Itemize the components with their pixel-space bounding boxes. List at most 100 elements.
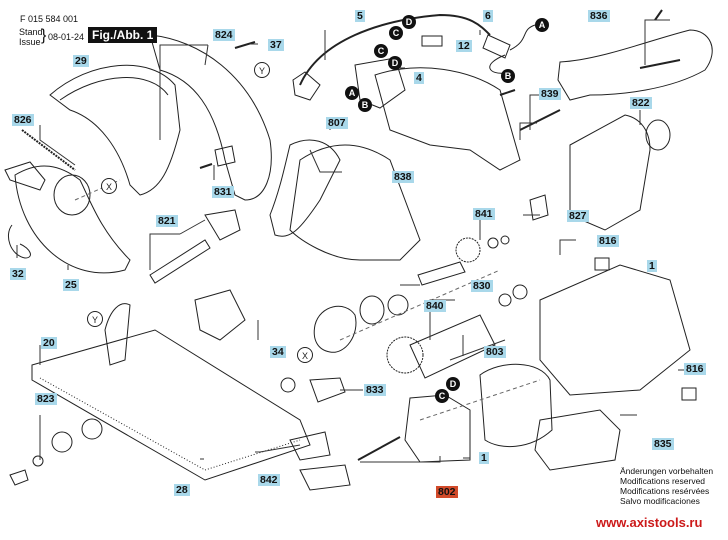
- part-label-5[interactable]: 5: [355, 10, 365, 22]
- note-de: Änderungen vorbehalten: [620, 466, 714, 476]
- part-label-1-b[interactable]: 1: [479, 452, 489, 464]
- ref-marker-b: B: [501, 69, 515, 83]
- clamp-842: [289, 431, 331, 461]
- spacer-831: [214, 145, 236, 167]
- ref-marker-b-2: B: [358, 98, 372, 112]
- bearing-803b: [512, 284, 528, 300]
- brush-spring-827: [529, 194, 549, 221]
- part-label-840[interactable]: 840: [424, 300, 446, 312]
- part-label-841[interactable]: 841: [473, 208, 495, 220]
- part-label-32[interactable]: 32: [10, 268, 26, 280]
- part-label-833[interactable]: 833: [364, 384, 386, 396]
- part-label-12[interactable]: 12: [456, 40, 472, 52]
- part-label-835[interactable]: 835: [652, 438, 674, 450]
- cable-sleeve: [482, 34, 511, 59]
- part-label-831[interactable]: 831: [212, 186, 234, 198]
- part-label-823[interactable]: 823: [35, 393, 57, 405]
- upper-blade-guard-inner: [59, 77, 169, 101]
- brace: }: [41, 27, 47, 44]
- part-label-827[interactable]: 827: [567, 210, 589, 222]
- guard-lever: [4, 161, 46, 191]
- angle-bracket: [194, 289, 246, 341]
- ref-marker-c: C: [389, 26, 403, 40]
- motor-housing: [539, 264, 691, 396]
- axis-line: [339, 269, 501, 341]
- note-es: Salvo modificaciones: [620, 496, 700, 506]
- ref-marker-y: Y: [254, 62, 270, 78]
- part-label-802[interactable]: 802: [436, 486, 458, 498]
- ref-marker-y-2: Y: [87, 311, 103, 327]
- motor-end-cap: [534, 409, 621, 471]
- part-label-803[interactable]: 803: [484, 346, 506, 358]
- part-label-839[interactable]: 839: [539, 88, 561, 100]
- brush-816b: [681, 387, 697, 401]
- part-label-824[interactable]: 824: [213, 29, 235, 41]
- washer-841: [487, 237, 499, 249]
- document-number: F 015 584 001: [20, 14, 79, 24]
- part-label-28[interactable]: 28: [174, 484, 190, 496]
- circlip: [8, 224, 31, 259]
- part-label-25[interactable]: 25: [63, 279, 79, 291]
- bearing-803a: [498, 293, 512, 307]
- plug: [292, 71, 321, 101]
- bevel-bracket: [104, 303, 131, 366]
- washer-823: [32, 455, 44, 467]
- tube-821: [149, 239, 211, 284]
- upper-blade-guard: [49, 64, 181, 196]
- lead-wire: [489, 24, 536, 74]
- ref-marker-d-2: D: [388, 56, 402, 70]
- screw-831: [199, 163, 213, 169]
- part-label-20[interactable]: 20: [41, 337, 57, 349]
- suppressor: [421, 35, 443, 47]
- base-plate-scale: [39, 377, 301, 471]
- long-screw: [519, 109, 561, 131]
- lever-833: [309, 377, 346, 403]
- slider-842: [299, 464, 351, 491]
- part-label-816[interactable]: 816: [597, 235, 619, 247]
- lower-blade-guard: [14, 165, 131, 274]
- end-shield: [404, 394, 471, 463]
- flange-823a: [81, 418, 103, 440]
- part-label-842[interactable]: 842: [258, 474, 280, 486]
- note-fr: Modifications resérvées: [620, 486, 710, 496]
- part-label-821[interactable]: 821: [156, 215, 178, 227]
- stand-label: Stand: [19, 27, 43, 37]
- guard-bracket: [149, 34, 272, 201]
- stator: [479, 363, 553, 448]
- part-label-4[interactable]: 4: [414, 72, 424, 84]
- part-label-29[interactable]: 29: [73, 55, 89, 67]
- part-label-836[interactable]: 836: [588, 10, 610, 22]
- part-label-34[interactable]: 34: [270, 346, 286, 358]
- part-label-816-b[interactable]: 816: [684, 363, 706, 375]
- spring: [21, 129, 76, 171]
- armature: [409, 314, 496, 379]
- part-label-37[interactable]: 37: [268, 39, 284, 51]
- modification-notes: Änderungen vorbehalten Modifications res…: [620, 466, 713, 506]
- part-label-6[interactable]: 6: [483, 10, 493, 22]
- part-label-826[interactable]: 826: [12, 114, 34, 126]
- part-label-807[interactable]: 807: [326, 117, 348, 129]
- armature-fan: [386, 336, 424, 374]
- part-label-830[interactable]: 830: [471, 280, 493, 292]
- website-watermark[interactable]: www.axistools.ru: [596, 515, 703, 530]
- part-label-822[interactable]: 822: [630, 97, 652, 109]
- ring-841: [500, 235, 510, 245]
- part-label-838[interactable]: 838: [392, 171, 414, 183]
- short-screw: [499, 89, 516, 96]
- handle-housing-left: [269, 139, 341, 237]
- ref-marker-a: A: [535, 18, 549, 32]
- screw: [234, 41, 256, 49]
- gear-housing: [569, 114, 651, 231]
- ref-marker-a-2: A: [345, 86, 359, 100]
- bracket-821: [204, 209, 241, 241]
- issue-label: Issue: [19, 37, 41, 47]
- handle-screw-top: [654, 9, 663, 21]
- handle-cover: [557, 29, 713, 101]
- bearing-822: [645, 119, 671, 151]
- spindle-830: [417, 261, 466, 286]
- base-plate: [31, 329, 311, 481]
- part-label-1[interactable]: 1: [647, 260, 657, 272]
- gear-841: [455, 237, 481, 263]
- handle-screw: [639, 59, 681, 69]
